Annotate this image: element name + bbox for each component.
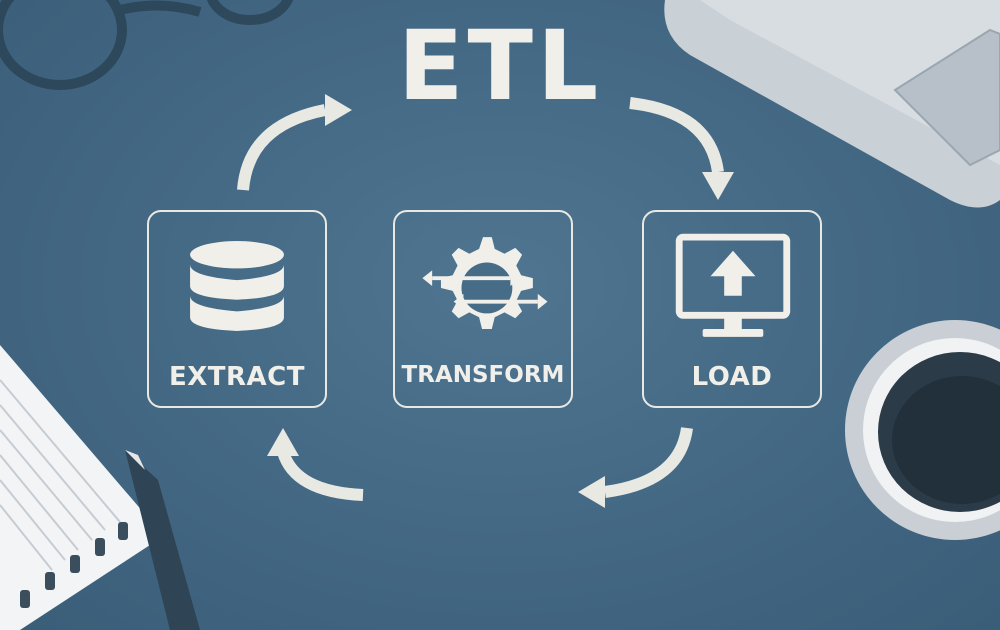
arrow-heads (267, 94, 734, 508)
diagram-title: ETL (397, 10, 603, 122)
stage-extract: EXTRACT (147, 210, 327, 408)
arrowhead-up-icon (267, 428, 299, 456)
arrow-bottom-to-extract (277, 449, 364, 501)
stage-label: LOAD (691, 362, 773, 392)
stage-transform: TRANSFORM (393, 210, 573, 408)
stage-load: LOAD (642, 210, 822, 408)
stage-label: TRANSFORM (401, 362, 565, 388)
stage-label: EXTRACT (168, 362, 305, 392)
coffee-mug-photo (845, 320, 1000, 540)
arrowhead-left-icon (578, 476, 605, 508)
arrow-extract-to-title (237, 104, 327, 191)
database-icon (190, 241, 284, 331)
eyeglasses-photo (0, 0, 294, 90)
gear-arrows-icon (422, 237, 548, 330)
arrowhead-right-icon (325, 94, 352, 126)
arrowhead-down-icon (702, 172, 734, 200)
laptop-photo (664, 0, 1000, 208)
notebook-photo (0, 345, 150, 630)
arrow-load-to-bottom (604, 426, 693, 498)
pencil-photo (125, 450, 200, 630)
monitor-upload-icon (675, 233, 791, 337)
arrow-title-to-load (629, 97, 724, 174)
cycle-arrows (237, 97, 724, 501)
